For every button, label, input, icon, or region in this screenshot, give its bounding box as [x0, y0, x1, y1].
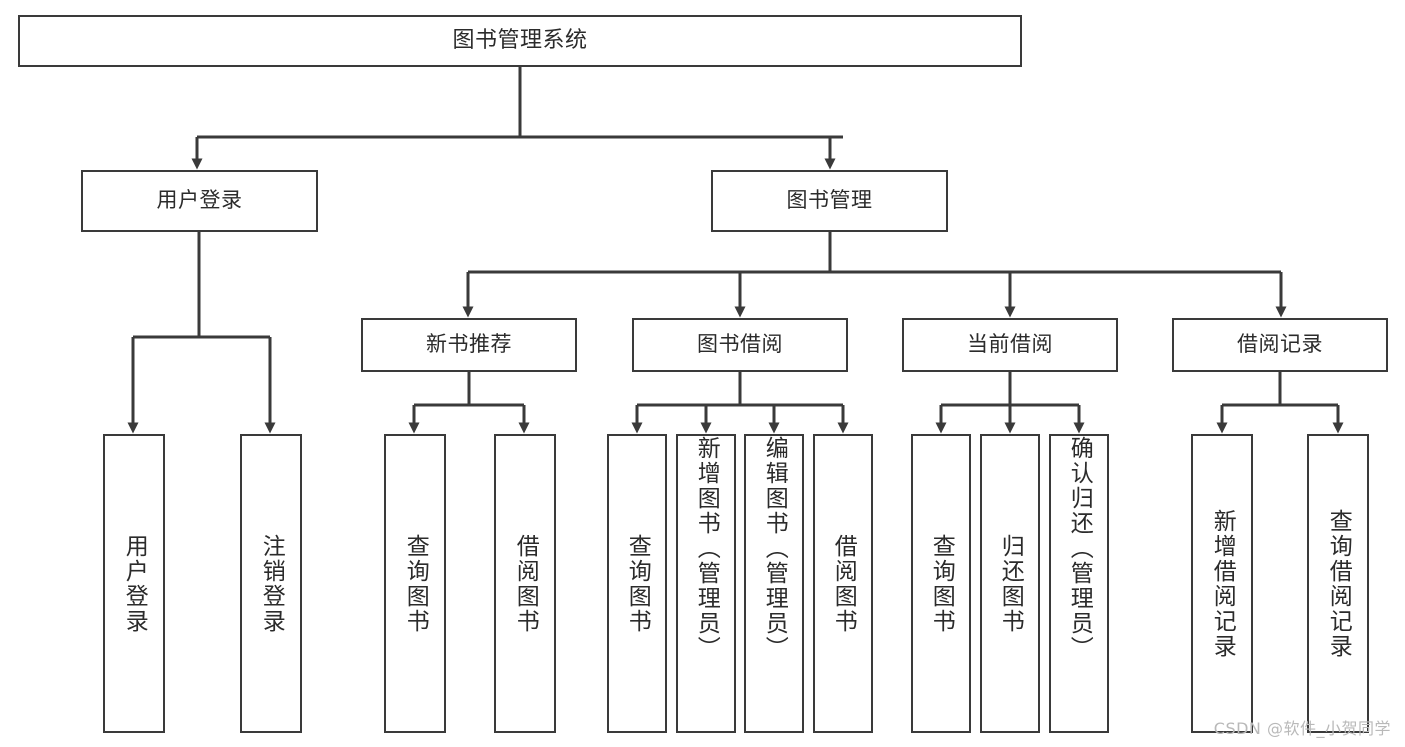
node-label: 新书推荐	[426, 332, 512, 357]
node-label: 借阅图书	[830, 533, 857, 634]
node-label: 借阅图书	[512, 533, 539, 634]
leaf-user-login-login[interactable]: 用户登录	[103, 434, 165, 733]
node-book-borrow[interactable]: 图书借阅	[632, 318, 848, 372]
node-user-login[interactable]: 用户登录	[81, 170, 318, 232]
leaf-book-borrow-add[interactable]: 新增图书（管理员）	[676, 434, 736, 733]
leaf-new-book-borrow[interactable]: 借阅图书	[494, 434, 556, 733]
leaf-current-borrow-query[interactable]: 查询图书	[911, 434, 971, 733]
leaf-borrow-record-add[interactable]: 新增借阅记录	[1191, 434, 1253, 733]
node-label: 新增借阅记录	[1209, 508, 1236, 659]
leaf-new-book-query[interactable]: 查询图书	[384, 434, 446, 733]
node-label: 当前借阅	[967, 332, 1053, 357]
node-label: 查询借阅记录	[1325, 508, 1352, 659]
node-root-system[interactable]: 图书管理系统	[18, 15, 1022, 67]
node-book-manage[interactable]: 图书管理	[711, 170, 948, 232]
node-label: 查询图书	[624, 533, 651, 634]
node-label: 查询图书	[928, 533, 955, 634]
leaf-current-borrow-return[interactable]: 归还图书	[980, 434, 1040, 733]
node-label: 用户登录	[121, 533, 148, 634]
node-borrow-record[interactable]: 借阅记录	[1172, 318, 1388, 372]
node-label: 确认归还（管理员）	[1066, 436, 1093, 661]
node-new-book-recommend[interactable]: 新书推荐	[361, 318, 577, 372]
node-label: 查询图书	[402, 533, 429, 634]
leaf-current-borrow-confirm-return[interactable]: 确认归还（管理员）	[1049, 434, 1109, 733]
node-label: 图书管理系统	[452, 27, 588, 53]
node-label: 编辑图书（管理员）	[761, 436, 788, 661]
node-label: 注销登录	[258, 533, 285, 634]
node-label: 归还图书	[997, 533, 1024, 634]
leaf-user-login-logout[interactable]: 注销登录	[240, 434, 302, 733]
leaf-book-borrow-edit[interactable]: 编辑图书（管理员）	[744, 434, 804, 733]
node-label: 新增图书（管理员）	[693, 436, 720, 661]
leaf-book-borrow-borrow[interactable]: 借阅图书	[813, 434, 873, 733]
node-label: 用户登录	[156, 188, 243, 213]
leaf-borrow-record-query[interactable]: 查询借阅记录	[1307, 434, 1369, 733]
node-label: 图书借阅	[697, 332, 783, 357]
node-label: 图书管理	[786, 188, 873, 213]
node-label: 借阅记录	[1237, 332, 1323, 357]
node-current-borrow[interactable]: 当前借阅	[902, 318, 1118, 372]
leaf-book-borrow-query[interactable]: 查询图书	[607, 434, 667, 733]
